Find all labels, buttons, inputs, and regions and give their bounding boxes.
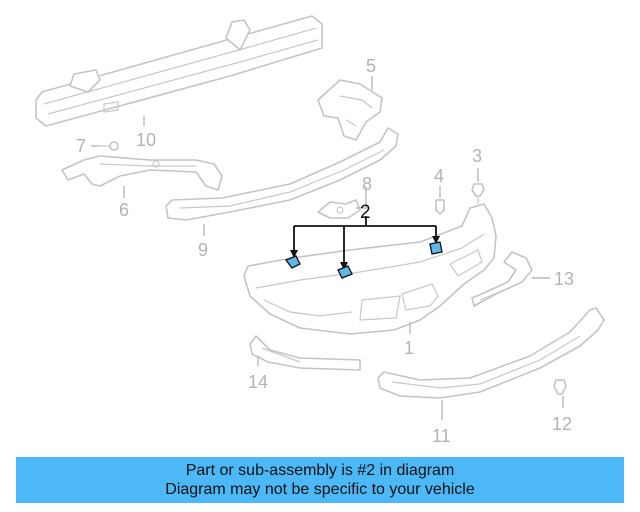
energy-absorber-part (165, 127, 399, 221)
callout-7: 7 (76, 136, 86, 156)
callout-8: 8 (362, 174, 372, 194)
bracket-part (317, 79, 383, 141)
callout-4: 4 (434, 166, 444, 186)
bumper-cover-part (243, 203, 497, 335)
arrow-head (432, 236, 440, 244)
callout-6: 6 (119, 200, 129, 220)
callout-3: 3 (472, 146, 482, 166)
arrow-head (290, 250, 298, 258)
lower-molding-part (249, 335, 361, 371)
info-banner: Part or sub-assembly is #2 in diagram Di… (16, 457, 624, 503)
parts-diagram: 10 5 7 6 9 8 3 4 2 1 13 14 11 12 (35, 15, 605, 446)
absorber-bracket-part (61, 155, 223, 191)
impact-bar-part (35, 15, 323, 127)
clip-part-right (429, 241, 443, 255)
callout-12: 12 (552, 414, 572, 434)
callout-5: 5 (366, 56, 376, 76)
side-molding-part (471, 251, 533, 307)
bolt-part (471, 183, 485, 204)
banner-line-disclaimer: Diagram may not be specific to your vehi… (165, 481, 475, 498)
leader-lines (91, 76, 564, 420)
retainer-part (553, 379, 567, 395)
callout-14: 14 (248, 372, 268, 392)
callout-1: 1 (404, 338, 414, 358)
clip-part-left (284, 255, 301, 269)
arrow-head (340, 262, 348, 270)
small-bracket-part (317, 199, 361, 219)
callout-2: 2 (360, 202, 371, 223)
callout-13: 13 (554, 269, 574, 289)
clip-part-middle (337, 265, 353, 279)
banner-line-part: Part or sub-assembly is #2 in diagram (185, 462, 455, 479)
stud-part (435, 199, 445, 215)
screw-part (96, 141, 119, 151)
callout-labels: 10 5 7 6 9 8 3 4 2 1 13 14 11 12 (76, 56, 574, 446)
valance-part (377, 307, 605, 399)
callout-11: 11 (432, 426, 451, 446)
highlight-part-2 (284, 216, 443, 279)
callout-10: 10 (136, 130, 156, 150)
callout-9: 9 (198, 240, 208, 260)
